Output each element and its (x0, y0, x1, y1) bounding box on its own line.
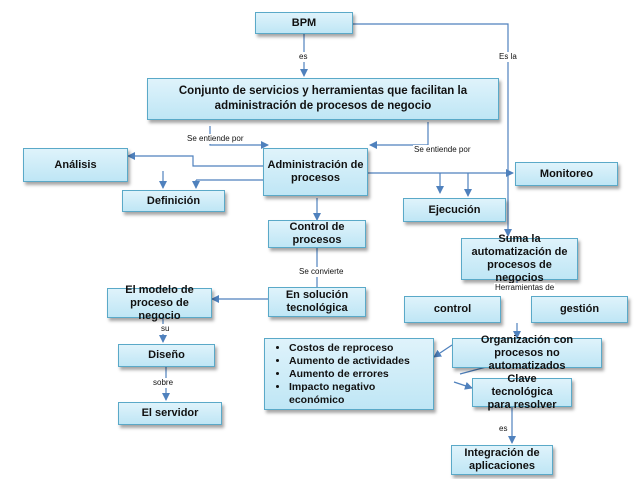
edge-organizacion-problemas (433, 344, 453, 358)
list-item: Costos de reproceso (289, 342, 430, 355)
problemas-node[interactable]: Costos de reproceso Aumento de actividad… (264, 338, 434, 410)
edge-admin-analisis (127, 152, 263, 167)
edge-conjunto-admin-right (369, 122, 429, 149)
servidor-node[interactable]: El servidor (118, 402, 222, 425)
ejecucion-node[interactable]: Ejecución (403, 198, 506, 222)
administracion-node[interactable]: Administración de procesos (263, 148, 368, 196)
edge-label-sobre: sobre (152, 378, 175, 388)
suma-node[interactable]: Suma la automatización de procesos de ne… (461, 233, 578, 284)
edge-label-es-la: Es la (498, 52, 518, 62)
edge-label-su: su (160, 324, 171, 334)
edge-conjunto-admin-left (209, 126, 269, 149)
list-item: Aumento de actividades (289, 355, 430, 368)
edge-label-se-entiende-left: Se entiende por (186, 134, 245, 144)
conjunto-node[interactable]: Conjunto de servicios y herramientas que… (147, 78, 499, 120)
problemas-list: Costos de reproceso Aumento de actividad… (275, 342, 430, 407)
bpm-node[interactable]: BPM (255, 12, 353, 34)
edge-label-es-2: es (498, 424, 509, 434)
diseno-node[interactable]: Diseño (118, 344, 215, 367)
edge-label-es: es (298, 52, 309, 62)
solucion-node[interactable]: En solución tecnológica (268, 287, 366, 317)
organizacion-node[interactable]: Organización con procesos no automatizad… (452, 334, 602, 372)
control-node[interactable]: control (404, 296, 501, 323)
edge-label-se-convierte: Se convierte (298, 267, 345, 277)
definicion-node[interactable]: Definición (122, 190, 225, 212)
edge-bpm-suma (353, 23, 512, 237)
edge-label-herramientas: Herramientas de (494, 283, 556, 293)
edge-label-se-entiende-right: Se entiende por (413, 145, 472, 155)
list-item: Aumento de errores (289, 368, 430, 381)
integracion-node[interactable]: Integración de aplicaciones (451, 445, 553, 475)
monitoreo-node[interactable]: Monitoreo (515, 162, 618, 186)
gestion-node[interactable]: gestión (531, 296, 628, 323)
analisis-node[interactable]: Análisis (23, 148, 128, 182)
control-procesos-node[interactable]: Control de procesos (268, 220, 366, 248)
list-item: Impacto negativo económico (289, 381, 430, 407)
modelo-node[interactable]: El modelo de proceso de negocio (107, 284, 212, 322)
clave-node[interactable]: Clave tecnológica para resolver (472, 373, 572, 411)
